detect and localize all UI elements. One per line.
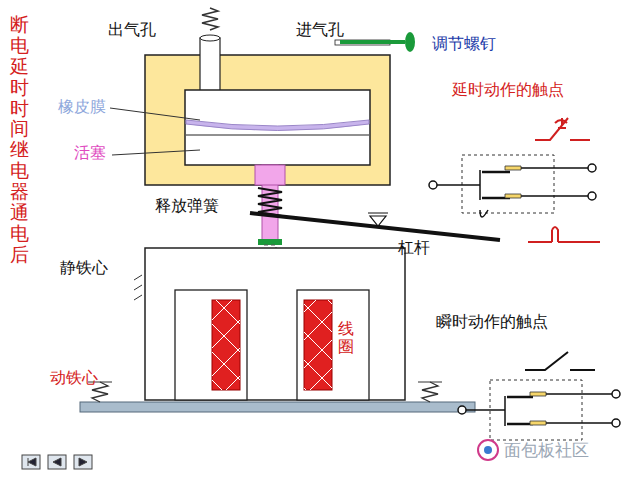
part-label: 线圈: [338, 320, 354, 355]
part-label: 释放弹簧: [155, 196, 219, 215]
leader-line: [110, 108, 200, 120]
delayed-contact-symbol-nc: [528, 227, 600, 242]
rod-disc: [258, 239, 282, 245]
coil-left: [212, 300, 240, 390]
release-spring: [258, 188, 282, 216]
nav-buttons: [22, 455, 92, 469]
lever: [250, 213, 500, 240]
coil-right: [304, 300, 332, 390]
part-label: 杠杆: [398, 238, 430, 257]
leader-line: [112, 150, 200, 155]
piston-top: [186, 135, 369, 136]
moving-iron-core: [80, 402, 475, 412]
part-label: 静铁心: [60, 258, 108, 277]
part-label: 活塞: [74, 143, 106, 162]
part-label: 瞬时动作的触点: [436, 312, 548, 331]
instant-contact-symbol: [525, 352, 595, 370]
part-label: 延时动作的触点: [452, 80, 564, 99]
outlet-pipe: [200, 38, 220, 93]
part-label: 橡皮膜: [58, 97, 106, 116]
part-label: 出气孔: [108, 20, 156, 39]
core-window-left: [175, 290, 247, 400]
delayed-contact-symbol: [535, 118, 590, 140]
part-label: 进气孔: [296, 20, 344, 39]
screw-knob: [405, 32, 415, 52]
lever-pivot: [370, 216, 386, 226]
rod-neck: [255, 165, 285, 185]
adjusting-screw: [340, 40, 405, 44]
delayed-contact-box: [462, 155, 554, 213]
outlet-hole: [200, 35, 220, 41]
part-label: 调节螺钉: [432, 34, 496, 53]
rubber-membrane: [186, 120, 369, 131]
static-iron-core: [145, 248, 405, 400]
part-label: 动铁心: [50, 368, 98, 387]
inner-chamber: [185, 90, 370, 165]
mount-hatch: [134, 275, 142, 300]
air-chamber-housing: [145, 55, 390, 185]
watermark: 面包板社区: [504, 440, 589, 460]
title: 断电延时时间继电器通电后: [10, 14, 29, 265]
top-spring: [202, 8, 218, 30]
core-window-right: [297, 290, 369, 400]
watermark-logo: [478, 440, 498, 460]
armature-spring-right: [422, 382, 438, 402]
